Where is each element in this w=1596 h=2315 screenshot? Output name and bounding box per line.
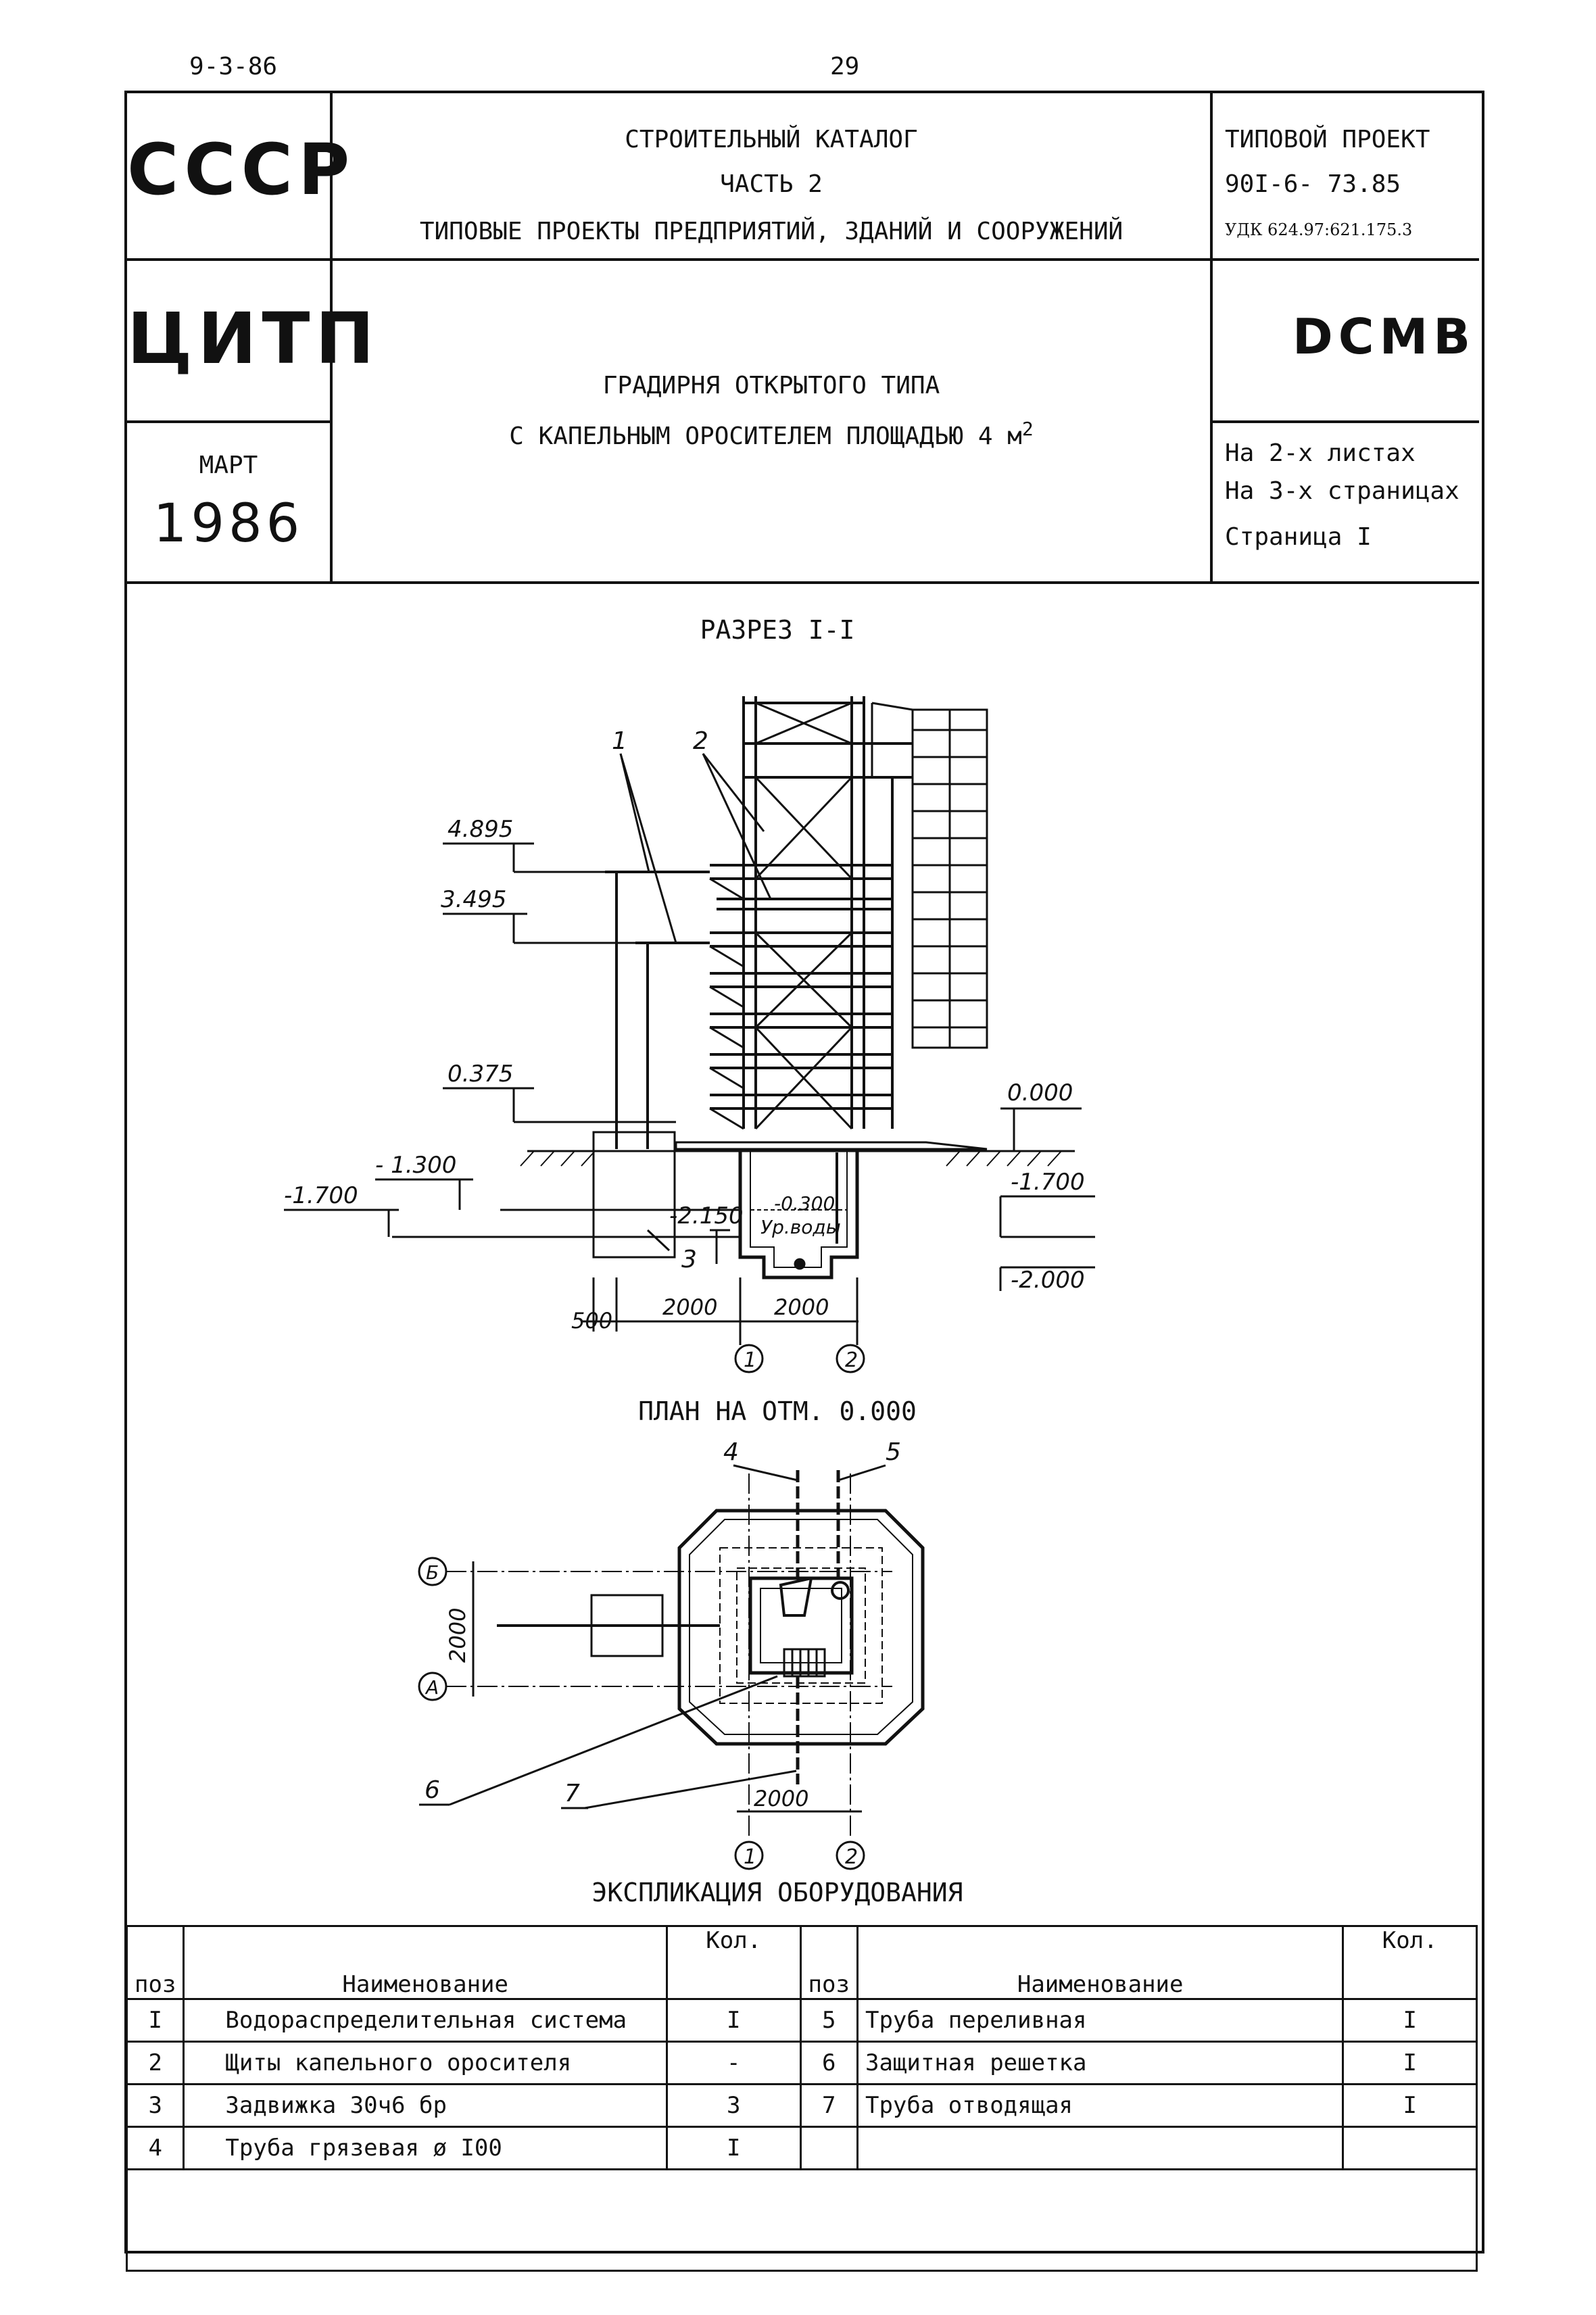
- project-number: 90I-6- 73.85: [1225, 170, 1401, 198]
- row1-pos: I: [125, 1998, 185, 2043]
- elev-m2000: -2.000: [1011, 1267, 1085, 1294]
- row2-name: Щиты капельного оросителя: [183, 2041, 668, 2085]
- row3-qty: 3: [665, 2083, 802, 2128]
- row5-pos: 5: [799, 1998, 859, 2043]
- dim-2000-b: 2000: [774, 1294, 829, 1320]
- callout-2: 2: [693, 727, 708, 755]
- dim-2000-plan-h: 2000: [754, 1786, 808, 1811]
- title-line2-text: С КАПЕЛЬНЫМ ОРОСИТЕЛЕМ ПЛОЩАДЬЮ 4 м: [509, 422, 1022, 450]
- row2-qty: -: [665, 2041, 802, 2085]
- row4-qty: I: [665, 2126, 802, 2170]
- page-label: Страница I: [1225, 523, 1372, 551]
- callout-6: 6: [425, 1776, 440, 1804]
- header-divider-left: [330, 91, 333, 583]
- header-qty-right: Кол.: [1342, 1925, 1478, 2000]
- explication-title: ЭКСПЛИКАЦИЯ ОБОРУДОВАНИЯ: [591, 1878, 963, 1907]
- header-row-line-left-2: [124, 420, 333, 423]
- callout-1: 1: [612, 727, 627, 755]
- axis-1-plan: 1: [744, 1845, 756, 1869]
- catalog-line3: ТИПОВЫЕ ПРОЕКТЫ ПРЕДПРИЯТИЙ, ЗДАНИЙ И СО…: [419, 218, 1123, 245]
- elev-0000: 0.000: [1007, 1079, 1073, 1106]
- empty-cell: [856, 2126, 1345, 2170]
- header-pos-right: поз: [799, 1925, 859, 2000]
- callout-3: 3: [681, 1246, 697, 1273]
- project-label: ТИПОВОЙ ПРОЕКТ: [1225, 126, 1430, 153]
- axis-1-section: 1: [744, 1348, 756, 1372]
- title-sup: 2: [1021, 418, 1034, 440]
- axis-2-plan: 2: [845, 1845, 858, 1869]
- explication-table: поз Наименование Кол. поз Наименование К…: [125, 1925, 1478, 2272]
- row1-name: Водораспределительная система: [183, 1998, 668, 2043]
- header-bottom-line: [124, 581, 1479, 584]
- row3-pos: 3: [125, 2083, 185, 2128]
- year: 1986: [153, 493, 304, 554]
- axis-b-plan: Б: [426, 1561, 439, 1584]
- elev-m1700-right: -1.700: [1011, 1169, 1085, 1196]
- header-qty-left: Кол.: [665, 1925, 802, 2000]
- table-row: 2 Щиты капельного оросителя - 6 Защитная…: [125, 2041, 1478, 2085]
- page-number: 29: [830, 53, 860, 80]
- elev-m2150: -2.150: [669, 1202, 744, 1229]
- row4-pos: 4: [125, 2126, 185, 2170]
- catalog-line1: СТРОИТЕЛЬНЫЙ КАТАЛОГ: [625, 126, 918, 153]
- udk: УДК 624.97:621.175.3: [1225, 220, 1413, 239]
- row1-qty: I: [665, 1998, 802, 2043]
- header-name-left: Наименование: [183, 1925, 668, 2000]
- title-line2: С КАПЕЛЬНЫМ ОРОСИТЕЛЕМ ПЛОЩАДЬЮ 4 м2: [333, 418, 1210, 450]
- empty-cell: [799, 2126, 859, 2170]
- section-title: РАЗРЕЗ I-I: [700, 615, 855, 645]
- pages-count: На 3-х страницах: [1225, 477, 1459, 505]
- empty-row-cell: [126, 2168, 1478, 2272]
- sheets-count: На 2-х листах: [1225, 439, 1416, 467]
- axis-2-section: 2: [845, 1348, 858, 1372]
- header-pos-left: поз: [125, 1925, 185, 2000]
- elev-m1300: - 1.300: [375, 1152, 456, 1179]
- series-code: DCMB: [1292, 308, 1476, 365]
- row6-qty: I: [1342, 2041, 1478, 2085]
- row7-name: Труба отводящая: [856, 2083, 1345, 2128]
- row7-qty: I: [1342, 2083, 1478, 2128]
- table-header-row: поз Наименование Кол. поз Наименование К…: [125, 1925, 1478, 2000]
- axis-a-plan: А: [425, 1676, 439, 1699]
- row2-pos: 2: [125, 2041, 185, 2085]
- catalog-line2: ЧАСТЬ 2: [720, 170, 823, 198]
- row6-pos: 6: [799, 2041, 859, 2085]
- row6-name: Защитная решетка: [856, 2041, 1345, 2085]
- elev-m0300: -0.300: [774, 1192, 835, 1215]
- table-row: 3 Задвижка 30ч6 бр 3 7 Труба отводящая I: [125, 2083, 1478, 2128]
- dim-500: 500: [571, 1308, 612, 1334]
- row3-name: Задвижка 30ч6 бр: [183, 2083, 668, 2128]
- plan-title: ПЛАН НА ОТМ. 0.000: [638, 1396, 917, 1426]
- elev-4895: 4.895: [448, 816, 513, 843]
- row4-name: Труба грязевая ø I00: [183, 2126, 668, 2170]
- header-row-line-1: [124, 258, 1479, 261]
- table-empty-row: [126, 2168, 1478, 2272]
- table-row: I Водораспределительная система I 5 Труб…: [125, 1998, 1478, 2043]
- dim-2000-a: 2000: [662, 1294, 717, 1320]
- callout-4: 4: [723, 1438, 739, 1466]
- callout-7: 7: [564, 1780, 580, 1807]
- empty-cell: [1342, 2126, 1478, 2170]
- elev-m1700-left: -1.700: [284, 1182, 358, 1209]
- row5-name: Труба переливная: [856, 1998, 1345, 2043]
- elev-3495: 3.495: [441, 886, 506, 913]
- corner-code: 9-3-86: [189, 53, 278, 80]
- row5-qty: I: [1342, 1998, 1478, 2043]
- header-row-line-right-2: [1210, 420, 1479, 423]
- table-row: 4 Труба грязевая ø I00 I: [125, 2126, 1478, 2170]
- water-level: Ур.воды: [760, 1216, 841, 1238]
- title-line1: ГРАДИРНЯ ОТКРЫТОГО ТИПА: [602, 372, 940, 399]
- org-ussr: СССР: [127, 128, 356, 211]
- elev-0375: 0.375: [448, 1061, 513, 1088]
- month: МАРТ: [199, 452, 258, 479]
- callout-5: 5: [886, 1438, 901, 1466]
- header-name-right: Наименование: [856, 1925, 1345, 2000]
- dim-2000-plan-v: 2000: [445, 1608, 470, 1663]
- header-divider-right: [1210, 91, 1213, 583]
- row7-pos: 7: [799, 2083, 859, 2128]
